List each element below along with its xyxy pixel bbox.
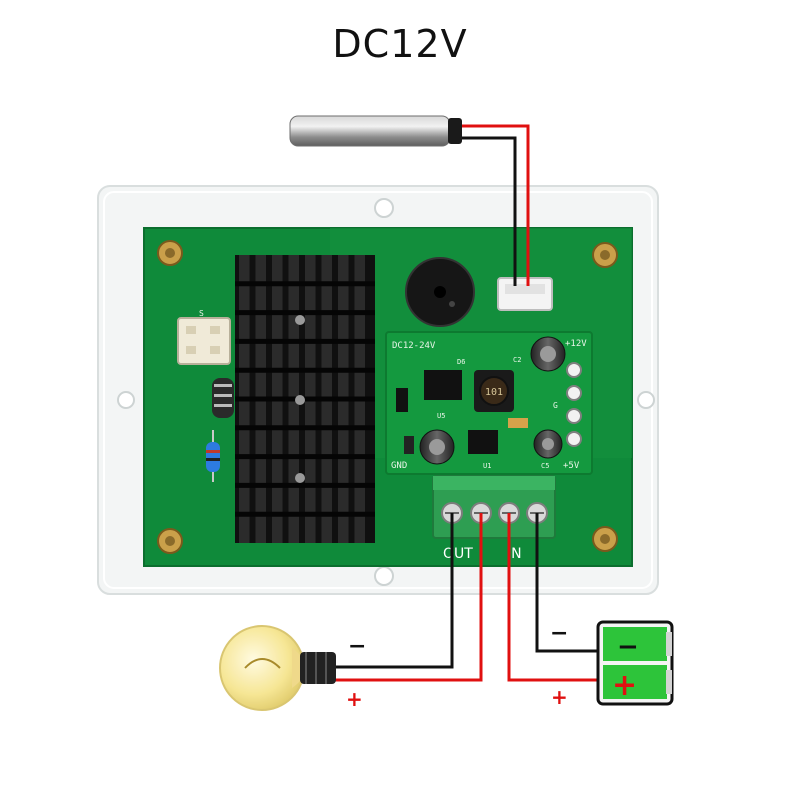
page-title: DC12V xyxy=(332,22,468,66)
inductor: 101 xyxy=(474,370,514,412)
heatsink-screw xyxy=(295,395,305,405)
ic-u5 xyxy=(424,370,462,400)
transistor xyxy=(212,378,234,418)
sensor-connector xyxy=(497,277,553,311)
load-negative-wire xyxy=(332,513,454,669)
heatsink xyxy=(235,255,375,543)
optocoupler-chip: S xyxy=(177,309,231,365)
smd-component xyxy=(404,436,414,454)
screw-top-left xyxy=(157,240,183,266)
battery-minus-wire-label: − xyxy=(550,621,568,646)
probe-black-wire xyxy=(462,136,517,286)
battery-plus-wire-label: + xyxy=(551,685,568,709)
terminal-in-label: IN xyxy=(507,546,522,562)
silk-c2: C2 xyxy=(513,356,521,364)
silk-d6: D6 xyxy=(457,358,465,366)
light-bulb-icon xyxy=(219,625,336,711)
capacitor-right xyxy=(533,429,563,459)
supply-positive-wire xyxy=(507,513,605,682)
silk-u5: U5 xyxy=(437,412,445,420)
mount-hole xyxy=(637,391,655,409)
main-pcb: S DC1 xyxy=(143,227,633,567)
screw-bottom-left xyxy=(157,528,183,554)
terminal-out-label: OUT xyxy=(443,546,473,562)
buck-converter-module: DC12-24V +12V +5V GND G D6 C2 U5 U1 C5 1… xyxy=(385,331,593,475)
silk-g-pin: G xyxy=(553,401,558,410)
lamp-minus-label: − xyxy=(348,634,366,659)
temperature-probe xyxy=(289,115,462,147)
probe-red-wire xyxy=(462,124,530,286)
diode xyxy=(396,388,408,412)
silk-out-5v: +5V xyxy=(563,461,580,471)
heatsink-screw xyxy=(295,315,305,325)
screw-top-right xyxy=(592,242,618,268)
battery-minus-sign: − xyxy=(617,632,639,662)
mount-hole xyxy=(374,198,394,218)
silk-u1: U1 xyxy=(483,462,491,470)
silk-module-voltage: DC12-24V xyxy=(392,341,436,351)
supply-negative-wire xyxy=(535,513,605,653)
heatsink-screw xyxy=(295,473,305,483)
ic-u1 xyxy=(468,430,498,454)
resistor xyxy=(206,430,220,482)
load-positive-wire xyxy=(332,513,483,682)
lamp-plus-label: + xyxy=(346,687,363,711)
smd-capacitor xyxy=(508,418,528,428)
silk-out-12v: +12V xyxy=(565,339,587,349)
inductor-label: 101 xyxy=(485,387,503,398)
buzzer xyxy=(405,257,475,327)
battery-plus-sign: + xyxy=(612,668,637,703)
output-pads xyxy=(566,362,582,447)
battery-icon xyxy=(596,620,674,706)
capacitor-left xyxy=(419,429,455,465)
silk-gnd: GND xyxy=(391,461,407,471)
silk-relay-s: S xyxy=(199,309,204,318)
mount-hole xyxy=(117,391,135,409)
capacitor-top xyxy=(530,336,566,372)
silk-c5: C5 xyxy=(541,462,549,470)
screw-bottom-right xyxy=(592,526,618,552)
mount-hole xyxy=(374,566,394,586)
screw-terminal-block xyxy=(432,475,556,539)
